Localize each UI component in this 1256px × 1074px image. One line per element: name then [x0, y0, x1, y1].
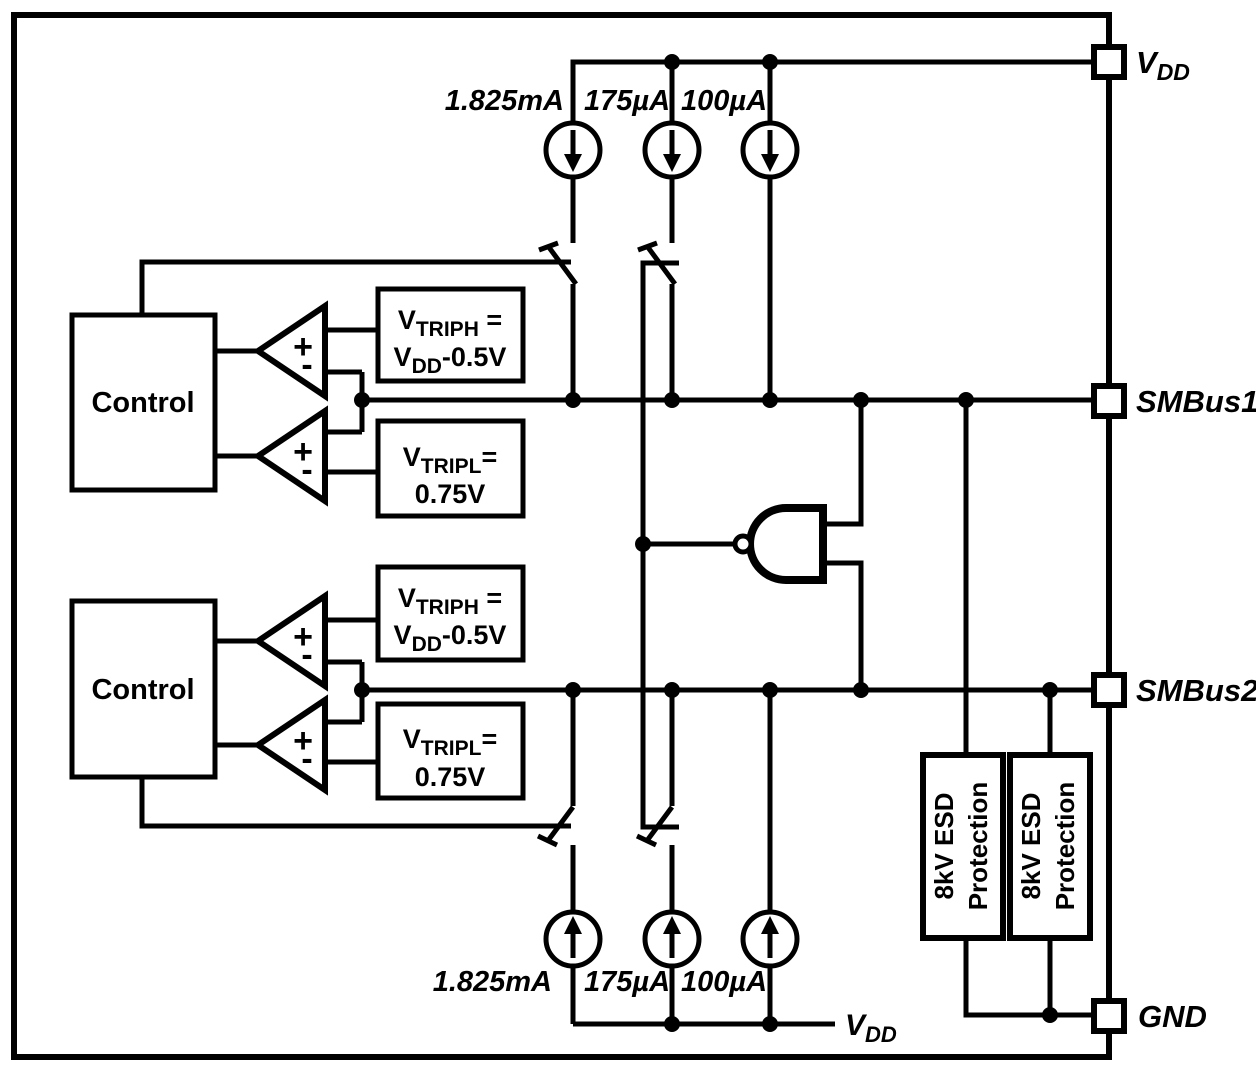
threshold-box [375, 286, 526, 384]
junction-dot [1042, 682, 1058, 698]
wire-nand-in-smbus2 [823, 560, 864, 690]
junction-dot [664, 54, 680, 70]
current-label-bottom-1: 1.825mA [433, 966, 552, 998]
arrow-down-icon [564, 130, 779, 172]
junction-dot [1042, 1007, 1058, 1023]
junction-dot [762, 1016, 778, 1032]
pin-vdd [1091, 44, 1127, 80]
vtripl-line1: VTRIPL= [403, 724, 497, 760]
current-sources-top [543, 120, 800, 180]
threshold-box [375, 418, 526, 519]
current-label-top-1: 1.825mA [445, 85, 564, 117]
control-block-1: Control [69, 312, 218, 493]
current-label-bottom-3: 100µA [681, 966, 767, 998]
junction-dot [762, 682, 778, 698]
vtriph-box-1: VTRIPH = VDD-0.5V [375, 286, 526, 384]
arrow-up-icon [564, 916, 779, 958]
pin-label-smbus2: SMBus2 [1136, 673, 1256, 708]
junction-dot [354, 682, 370, 698]
nand-body [746, 504, 827, 584]
wire-top-vdd-rail [570, 59, 1094, 123]
control-label: Control [91, 387, 194, 419]
pin-label-smbus1: SMBus1 [1136, 384, 1256, 419]
comparator-icon [252, 590, 328, 692]
pins: VDD SMBus1 SMBus2 GND [1091, 44, 1256, 1034]
junction-dot [565, 392, 581, 408]
wire-esd1-to-gnd [963, 938, 1094, 1018]
junction-dot [853, 392, 869, 408]
current-label-top-2: 175µA [584, 85, 670, 117]
vtripl-box-2: VTRIPL= 0.75V [375, 701, 526, 801]
wires [139, 59, 1094, 1027]
control-box [69, 598, 218, 780]
minus-sign: - [301, 636, 312, 674]
comparator-icon [252, 694, 328, 796]
comparator-icon [252, 300, 328, 402]
junction-dot [664, 682, 680, 698]
esd-box [920, 752, 1006, 941]
junction-dot [635, 536, 651, 552]
junction-dot [354, 392, 370, 408]
junction-dot [958, 392, 974, 408]
threshold-box [375, 564, 526, 663]
pin-label-gnd: GND [1138, 999, 1207, 1034]
pin-smbus2 [1091, 672, 1127, 708]
junction-dot [762, 392, 778, 408]
plus-sign: + [293, 328, 313, 366]
vtripl-line2: 0.75V [415, 479, 486, 509]
vtripl-line2: 0.75V [415, 762, 486, 792]
vtripl-line1: VTRIPL= [403, 442, 497, 478]
vtriph-line2: VDD-0.5V [394, 342, 507, 378]
current-label-top-3: 100µA [681, 85, 767, 117]
junction-dot [664, 1016, 680, 1032]
plus-sign: + [293, 618, 313, 656]
wire-control2-feedback [139, 777, 571, 829]
switch-bottom-1 [536, 805, 576, 848]
current-label-bottom-2: 175µA [584, 966, 670, 998]
junction-dot [762, 54, 778, 70]
control-box [69, 312, 218, 493]
nand-gate-icon [732, 504, 827, 584]
vtriph-box-2: VTRIPH = VDD-0.5V [375, 564, 526, 663]
minus-sign: - [301, 451, 312, 489]
bottom-rail-vdd-label: VDD [845, 1009, 897, 1047]
vtripl-box-1: VTRIPL= 0.75V [375, 418, 526, 519]
pin-gnd [1091, 998, 1127, 1034]
wire-control1-feedback [139, 259, 571, 315]
comparator-icon [252, 405, 328, 507]
pin-smbus1 [1091, 383, 1127, 419]
control-block-2: Control [69, 598, 218, 780]
current-sources-bottom [543, 909, 800, 969]
plus-sign: + [293, 722, 313, 760]
junction-dots [354, 54, 1058, 1032]
comparator-polarity-labels: + - + - + - + - [293, 328, 313, 778]
minus-sign: - [301, 346, 312, 384]
vtriph-line2: VDD-0.5V [394, 620, 507, 656]
plus-sign: + [293, 433, 313, 471]
switch-top-1 [538, 240, 579, 286]
wire-nand-in-smbus1 [823, 400, 864, 527]
junction-dot [565, 682, 581, 698]
minus-sign: - [301, 740, 312, 778]
comparators: + - + - + - + - [252, 300, 328, 796]
threshold-box [375, 701, 526, 801]
nand-bubble [732, 533, 754, 555]
control-label: Control [91, 674, 194, 706]
junction-dot [664, 392, 680, 408]
esd-box [1007, 752, 1093, 941]
switch-bottom-2 [635, 805, 675, 848]
junction-dot [853, 682, 869, 698]
vtriph-line1: VTRIPH = [398, 305, 502, 341]
vtriph-line1: VTRIPH = [398, 583, 502, 619]
pin-label-vdd: VDD [1136, 45, 1190, 85]
chip-boundary [11, 12, 1112, 1060]
